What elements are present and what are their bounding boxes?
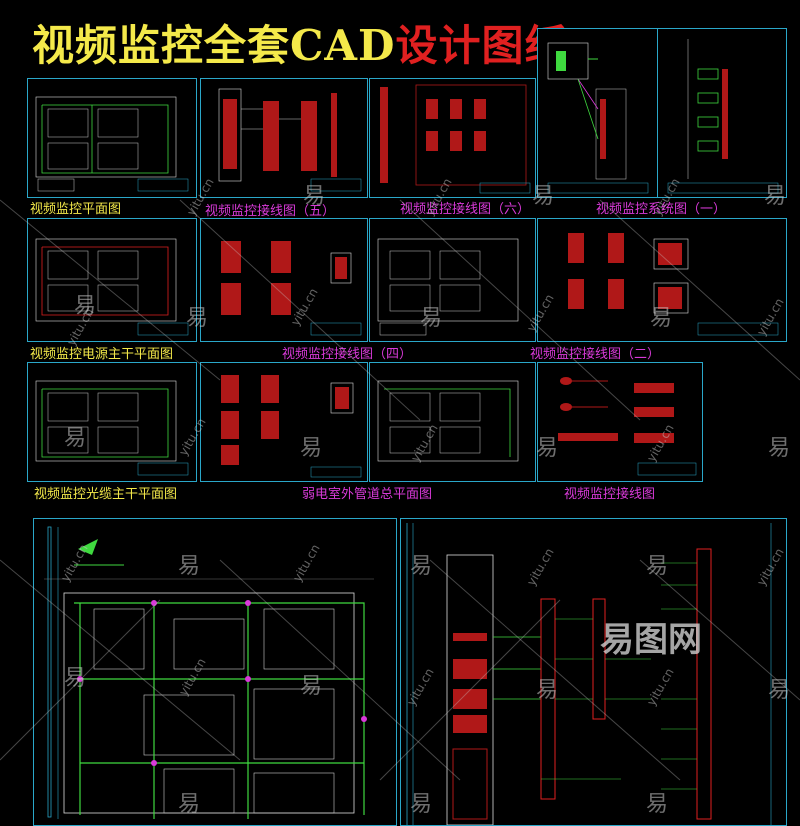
watermark-char: 易 bbox=[178, 554, 201, 579]
drawing-thumb-system-1[interactable] bbox=[537, 28, 659, 198]
watermark-char: 易 bbox=[410, 792, 433, 817]
floor-plan-drawing bbox=[35, 96, 189, 192]
drawing-thumb-wiring-2[interactable] bbox=[537, 218, 787, 342]
caption-2: 视频监控接线图（五） bbox=[205, 204, 336, 219]
wiring-drawing bbox=[558, 377, 697, 476]
drawing-thumb-wiring-4[interactable] bbox=[200, 218, 368, 342]
drawing-thumb-plan-b[interactable] bbox=[369, 218, 536, 342]
drawing-thumb-outdoor-pipe[interactable] bbox=[369, 362, 536, 482]
watermark-char: 易 bbox=[64, 426, 87, 451]
wiring-drawing bbox=[568, 233, 779, 336]
page-title: 视频监控全套CAD设计图纸 bbox=[32, 12, 567, 73]
wiring-drawing bbox=[218, 88, 362, 192]
watermark-char: 易 bbox=[768, 436, 791, 461]
caption-5: 视频监控电源主干平面图 bbox=[30, 347, 174, 362]
watermark-char: 易 bbox=[764, 184, 787, 209]
caption-1: 视频监控平面图 bbox=[30, 202, 122, 217]
drawing-thumb-wiring-5[interactable] bbox=[200, 78, 368, 198]
watermark-char: 易 bbox=[64, 666, 87, 691]
drawing-thumb-system-2[interactable] bbox=[657, 28, 787, 198]
drawing-thumb-wiring[interactable] bbox=[537, 362, 703, 482]
drawing-thumb-wiring-6[interactable] bbox=[369, 78, 536, 198]
large-wiring-diagram[interactable] bbox=[400, 518, 787, 826]
watermark-char: 易 bbox=[186, 306, 209, 331]
watermark-char: 易 bbox=[178, 792, 201, 817]
wiring-drawing bbox=[221, 241, 362, 336]
large-site-plan[interactable] bbox=[33, 518, 397, 826]
watermark-char: 易 bbox=[646, 792, 669, 817]
caption-10: 视频监控接线图 bbox=[564, 487, 656, 502]
watermark-char: 易 bbox=[536, 436, 559, 461]
system-diagram bbox=[667, 39, 779, 194]
floor-plan-drawing bbox=[35, 380, 189, 476]
caption-8: 视频监控光缆主干平面图 bbox=[34, 487, 178, 502]
watermark-char: 易 bbox=[646, 554, 669, 579]
wiring-diagram-drawing bbox=[406, 523, 772, 825]
drawing-thumb-power-plan[interactable] bbox=[27, 218, 197, 342]
drawing-thumb-wiring-3[interactable] bbox=[200, 362, 368, 482]
caption-3: 视频监控接线图（六） bbox=[400, 202, 531, 217]
caption-7: 视频监控接线图（二） bbox=[530, 347, 661, 362]
caption-6: 视频监控接线图（四） bbox=[282, 347, 413, 362]
drawing-thumb-fiber-plan[interactable] bbox=[27, 362, 197, 482]
watermark-char: 易 bbox=[768, 678, 791, 703]
system-diagram bbox=[547, 42, 649, 194]
wiring-drawing bbox=[221, 375, 362, 478]
watermark-char: 易 bbox=[532, 184, 555, 209]
caption-4: 视频监控系统图（一） bbox=[596, 202, 727, 217]
site-plan-drawing bbox=[44, 526, 374, 819]
caption-9: 弱电室外管道总平面图 bbox=[302, 487, 433, 502]
watermark-char: 易 bbox=[536, 678, 559, 703]
title-part-yellow: 视频监控全套CAD bbox=[32, 21, 396, 70]
watermark-char: 易 bbox=[300, 674, 323, 699]
watermark-char: 易 bbox=[303, 184, 326, 209]
watermark-char: 易 bbox=[420, 306, 443, 331]
watermark-logo: 易图网 bbox=[600, 620, 702, 660]
watermark-char: 易 bbox=[410, 554, 433, 579]
watermark-char: 易 bbox=[74, 294, 97, 319]
wiring-drawing bbox=[380, 84, 531, 194]
floor-plan-drawing bbox=[35, 238, 189, 336]
watermark-char: 易 bbox=[300, 436, 323, 461]
floor-plan-drawing bbox=[377, 238, 519, 336]
floor-plan-drawing bbox=[377, 380, 519, 462]
watermark-char: 易 bbox=[650, 306, 673, 331]
drawing-thumb-plan[interactable] bbox=[27, 78, 197, 198]
